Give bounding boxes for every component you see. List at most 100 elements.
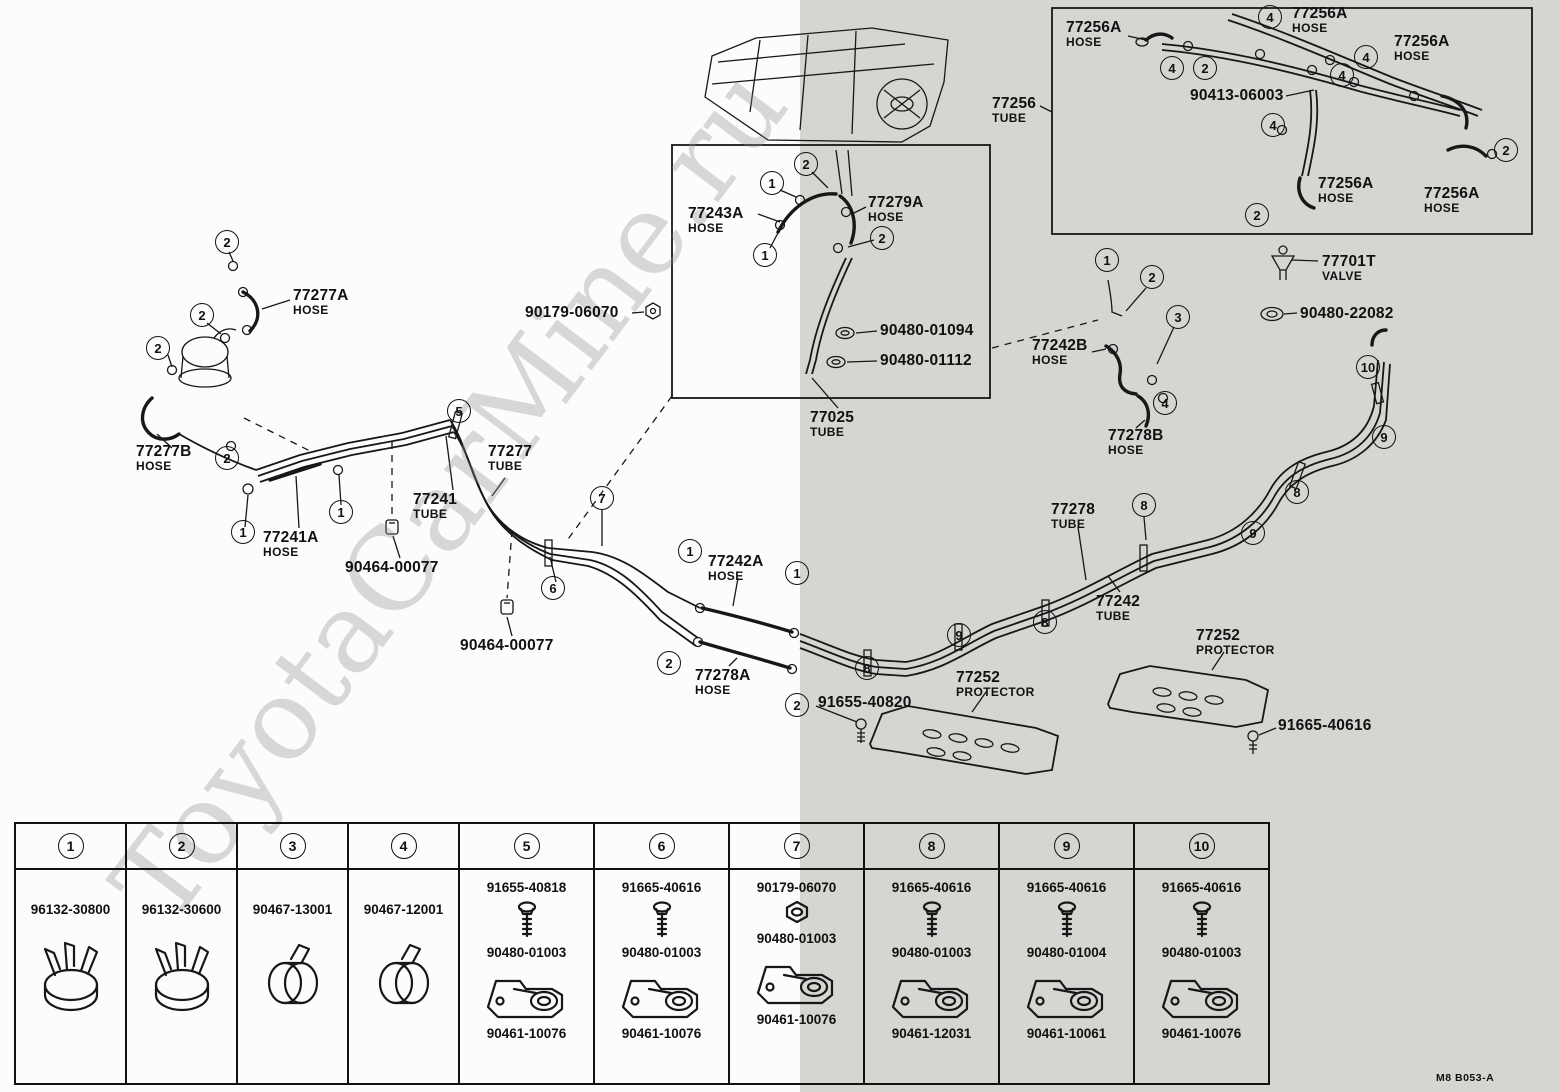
legend-header-number: 5 <box>513 833 540 859</box>
part-type: HOSE <box>1032 352 1068 367</box>
legend-part-number: 90461-10076 <box>756 1012 837 1027</box>
dashed-reference-lines <box>243 319 1099 599</box>
bracket-grommet-icon <box>889 965 975 1021</box>
legend-part-number: 96132-30600 <box>141 902 222 917</box>
callout-1: 1 <box>753 243 777 267</box>
callout-3: 3 <box>1166 305 1190 329</box>
ear-clamp-icon <box>140 933 224 1017</box>
bracket-grommet-icon <box>1159 965 1245 1021</box>
part-label: 90413-06003 <box>1190 88 1284 104</box>
callout-1: 1 <box>1095 248 1119 272</box>
part-number: 77242B <box>1032 337 1088 354</box>
part-number: 90480-22082 <box>1300 305 1394 322</box>
part-type: TUBE <box>992 110 1027 125</box>
callout-2: 2 <box>794 152 818 176</box>
callout-2: 2 <box>146 336 170 360</box>
legend-header-number: 1 <box>57 833 84 859</box>
part-label: 91655-40820 <box>818 695 912 711</box>
callout-4: 4 <box>1330 63 1354 87</box>
legend-header-number: 9 <box>1053 833 1080 859</box>
legend-header-number: 3 <box>279 833 306 859</box>
legend-part-number: 96132-30800 <box>30 902 111 917</box>
bracket-grommet-icon <box>619 965 705 1021</box>
legend-part-number: 90461-10061 <box>1026 1026 1107 1041</box>
part-number: 77256A <box>1318 175 1374 192</box>
part-number: 77256 <box>992 95 1037 112</box>
part-label: 90179-06070 <box>525 305 619 321</box>
part-number: 90464-00077 <box>460 637 554 654</box>
evap-hose-box-drawing <box>645 144 991 399</box>
legend-header-number: 4 <box>390 833 417 859</box>
part-label: 90464-00077 <box>345 560 439 576</box>
part-number: 91655-40820 <box>818 694 912 711</box>
part-number: 77277B <box>136 443 192 460</box>
callout-2: 2 <box>190 303 214 327</box>
callout-1: 1 <box>760 171 784 195</box>
legend-part-number: 90179-06070 <box>756 880 837 895</box>
part-type: TUBE <box>1051 516 1086 531</box>
callout-8: 8 <box>1033 610 1057 634</box>
part-type: PROTECTOR <box>956 684 1035 699</box>
valve-and-hoses-drawing <box>1104 245 1388 428</box>
part-number: 77242 <box>1096 593 1141 610</box>
callout-2: 2 <box>870 226 894 250</box>
legend-part-number: 90461-12031 <box>891 1026 972 1041</box>
part-type: TUBE <box>1096 608 1131 623</box>
part-number: 77256A <box>1394 33 1450 50</box>
callout-4: 4 <box>1261 113 1285 137</box>
part-type: HOSE <box>1108 442 1144 457</box>
part-number: 77241 <box>413 491 458 508</box>
part-type: HOSE <box>708 568 744 583</box>
callout-2: 2 <box>1245 203 1269 227</box>
part-type: VALVE <box>1322 268 1363 283</box>
part-type: HOSE <box>1292 20 1328 35</box>
callout-2: 2 <box>215 230 239 254</box>
part-type: HOSE <box>136 458 172 473</box>
part-number: 77242A <box>708 553 764 570</box>
legend-header-number: 10 <box>1188 833 1215 859</box>
main-fuel-lines <box>255 359 1391 677</box>
protector-plates-drawing <box>855 665 1270 775</box>
part-number: 77278 <box>1051 501 1096 518</box>
callout-4: 4 <box>1153 391 1177 415</box>
callout-2: 2 <box>1193 56 1217 80</box>
legend-header-number: 8 <box>918 833 945 859</box>
bracket-grommet-icon <box>754 951 840 1007</box>
band-clamp-icon <box>362 933 446 1017</box>
part-number: 77256A <box>1424 185 1480 202</box>
legend-part-number: 90480-01003 <box>621 945 702 960</box>
callout-2: 2 <box>657 651 681 675</box>
callout-2: 2 <box>1494 138 1518 162</box>
bracket-grommet-icon <box>484 965 570 1021</box>
part-number: 77243A <box>688 205 744 222</box>
callout-6: 6 <box>541 576 565 600</box>
part-number: 90464-00077 <box>345 559 439 576</box>
callout-5: 5 <box>447 399 471 423</box>
part-type: HOSE <box>868 209 904 224</box>
screw-icon <box>1054 900 1080 940</box>
ear-clamp-icon <box>29 933 113 1017</box>
legend-header-number: 6 <box>648 833 675 859</box>
part-type: TUBE <box>413 506 448 521</box>
part-number: 90413-06003 <box>1190 87 1284 104</box>
part-type: TUBE <box>488 458 523 473</box>
band-clamp-icon <box>251 933 335 1017</box>
callout-9: 9 <box>1241 521 1265 545</box>
